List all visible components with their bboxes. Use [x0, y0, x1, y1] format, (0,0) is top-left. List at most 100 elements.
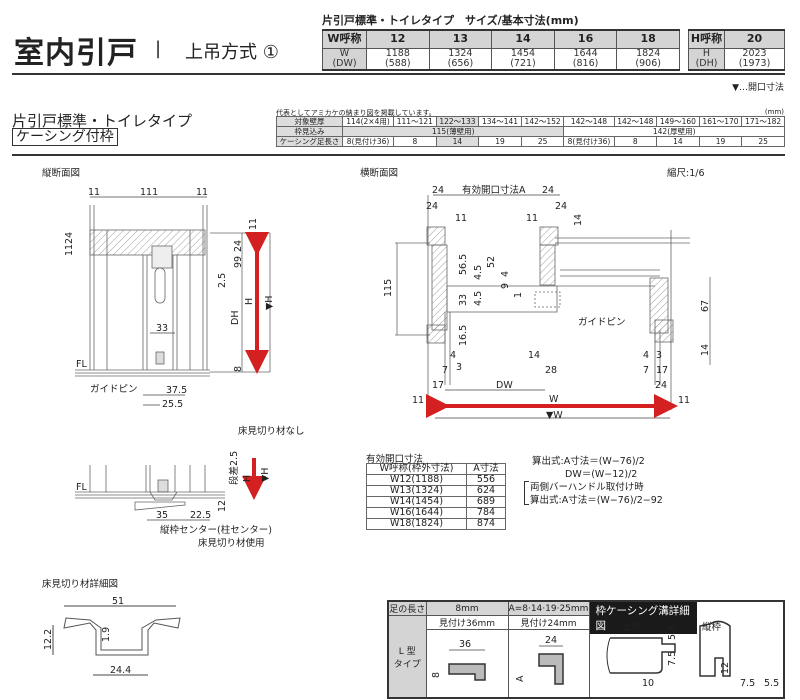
dim-label: 有効開口寸法A [462, 184, 526, 196]
floor-trim-labels: 床見切り材詳細図 51 12.2 1.9 24.4 [42, 578, 131, 676]
w-col: 16 [553, 29, 618, 49]
dim-label: 2.5 [217, 273, 228, 288]
top-frame-label: 上枠 [622, 621, 642, 633]
no-floor-trim-note: 床見切り材なし [238, 425, 305, 437]
cell: 8(見付け36) [563, 136, 615, 147]
w-col: 12 [366, 29, 430, 49]
formula-bar-handle: 両側バーハンドル取付け時 [530, 482, 644, 493]
dim-label: 33 [156, 323, 168, 334]
svg-text:24: 24 [545, 635, 557, 646]
floor-line-label: FL [76, 482, 87, 493]
dim-label: 4.5 [473, 265, 484, 280]
floor-trim-used-note: 床見切り材使用 [198, 537, 265, 549]
dim-label: 7.5 [667, 651, 678, 666]
dim-label: 14 [528, 350, 540, 361]
w-value: 1454(721) [491, 47, 555, 70]
dim-label: 24 [426, 201, 438, 212]
dim-label: 35 [156, 510, 168, 521]
vertical-section-title: 縦断面図 [42, 167, 80, 179]
groove-detail-cell: 枠ケーシング溝詳細図 上枠 5.5 7.5 10 縦枠 12 7.5 5.5 [588, 600, 785, 698]
title-separator: | [155, 38, 162, 59]
dim-label: 12 [720, 662, 731, 674]
guide-pin-label: ガイドピン [90, 384, 138, 395]
dim-label: 11 [196, 187, 208, 198]
dim-label: 10 [642, 678, 654, 689]
dim-label: 56.5 [458, 254, 469, 275]
page-subtitle: 上吊方式 ① [185, 42, 279, 63]
vertical-section-labels: 縦断面図 11 111 11 11 24 11 24 99 2.5 DH H ▼… [42, 167, 305, 437]
l-casing-36-icon: 36 8 [431, 639, 486, 681]
wall-table-unit: (mm) [764, 108, 784, 116]
dim-label: 4 [450, 350, 456, 361]
w-col: 18 [616, 29, 680, 49]
dim-label: 4.5 [473, 291, 484, 306]
formula-bracket [524, 481, 529, 505]
dim-label: 1 [513, 292, 524, 298]
section-title: 片引戸標準・トイレタイプ [12, 112, 193, 130]
horizontal-section-labels: 横断面図 縮尺:1/6 24 有効開口寸法A 24 24 11 11 24 14… [360, 167, 711, 421]
h-col: 20 [724, 29, 785, 49]
legend-note: ▼…開口寸法 [732, 83, 784, 93]
face-24mm: 見付け24mm [507, 615, 590, 630]
dim-label: 52 [486, 256, 497, 268]
table-row: W13(1324)624 [366, 485, 506, 497]
wall-table: 対象壁厚 114(2×4用) 111〜121 122〜133 134〜141 1… [276, 116, 785, 147]
dim-label: 24 [233, 240, 244, 252]
table-row: W14(1454)689 [366, 496, 506, 508]
dim-label: 111 [140, 187, 158, 198]
dim-label: 67 [700, 300, 711, 312]
dim-label: 17 [656, 365, 668, 376]
section-badge: ケーシング付枠 [12, 128, 118, 146]
dim-label: 5.5 [667, 625, 678, 640]
groove-detail-title: 枠ケーシング溝詳細図 [589, 602, 697, 634]
cell: 8(見付け36) [341, 136, 395, 147]
dim-label: ▼W [546, 410, 563, 421]
dim-label: 11 [412, 395, 424, 406]
guide-pin-label: ガイドピン [578, 317, 626, 328]
dim-label: 11 [526, 213, 538, 224]
formula-a-bar-handle: 算出式:A寸法＝(W−76)/2−92 [530, 495, 663, 506]
floor-trim-title: 床見切り材詳細図 [42, 578, 118, 590]
dim-label: 11 [88, 187, 100, 198]
size-table-caption: 片引戸標準・トイレタイプ サイズ/基本寸法(mm) [322, 14, 579, 27]
dim-label: 4 [643, 350, 649, 361]
dim-label: 11 [455, 213, 467, 224]
floor-line-label: FL [76, 359, 87, 370]
groove-detail-drawing: 上枠 5.5 7.5 10 縦枠 12 7.5 5.5 [606, 620, 779, 689]
casing-icon-8mm: 36 8 [425, 629, 509, 699]
dim-label: 25.5 [162, 399, 183, 410]
dim-label: 24 [655, 380, 667, 391]
dim-label: 4 [500, 271, 511, 277]
horizontal-section-drawing [395, 194, 711, 419]
dim-label: 33 [458, 294, 469, 306]
leg-length-label: 足の長さ [387, 600, 427, 616]
dim-label: 7.5 [740, 678, 755, 689]
size-table-h: H呼称 20 H(DH) 2023(1973) [688, 29, 785, 71]
dim-label: 16.5 [458, 325, 469, 346]
dim-label: ▼H [260, 468, 271, 482]
dim-label: H [242, 475, 253, 482]
dim-label: 37.5 [166, 385, 187, 396]
dim-label: H [244, 298, 255, 305]
floor-section-labels: FL 段差2.5 H ▼H 12 35 22.5 縦枠センター(柱センター) 床… [76, 451, 272, 549]
header-divider [12, 73, 785, 75]
table-row: W16(1644)784 [366, 507, 506, 519]
section-divider [12, 154, 785, 156]
dim-label: 24 [555, 201, 567, 212]
dim-label: 8 [233, 366, 244, 372]
opening-table: W呼称(枠外寸法)A寸法 W12(1188)556 W13(1324)624 W… [366, 463, 506, 530]
col-a: A=8·14·19·25mm [507, 600, 590, 616]
cell: 25 [741, 136, 785, 147]
page-title: 室内引戸 [14, 36, 138, 71]
w-row-label: W(DW) [322, 47, 367, 70]
svg-text:A: A [515, 675, 526, 682]
casing-table: 足の長さ 8mm A=8·14·19·25mm 枠ケーシング溝詳細図 上枠 5.… [387, 600, 785, 699]
h-row-label: H(DH) [688, 47, 725, 70]
wall-table-note: 代表としてアミカケの納まり図を掲載しています。 [276, 109, 436, 117]
w-value: 1188(588) [366, 47, 430, 70]
dim-label: 115 [383, 279, 394, 297]
formula-a: 算出式:A寸法＝(W−76)/2 [532, 456, 645, 467]
dim-label: DW [496, 380, 513, 391]
dim-label: 11 [64, 244, 75, 256]
